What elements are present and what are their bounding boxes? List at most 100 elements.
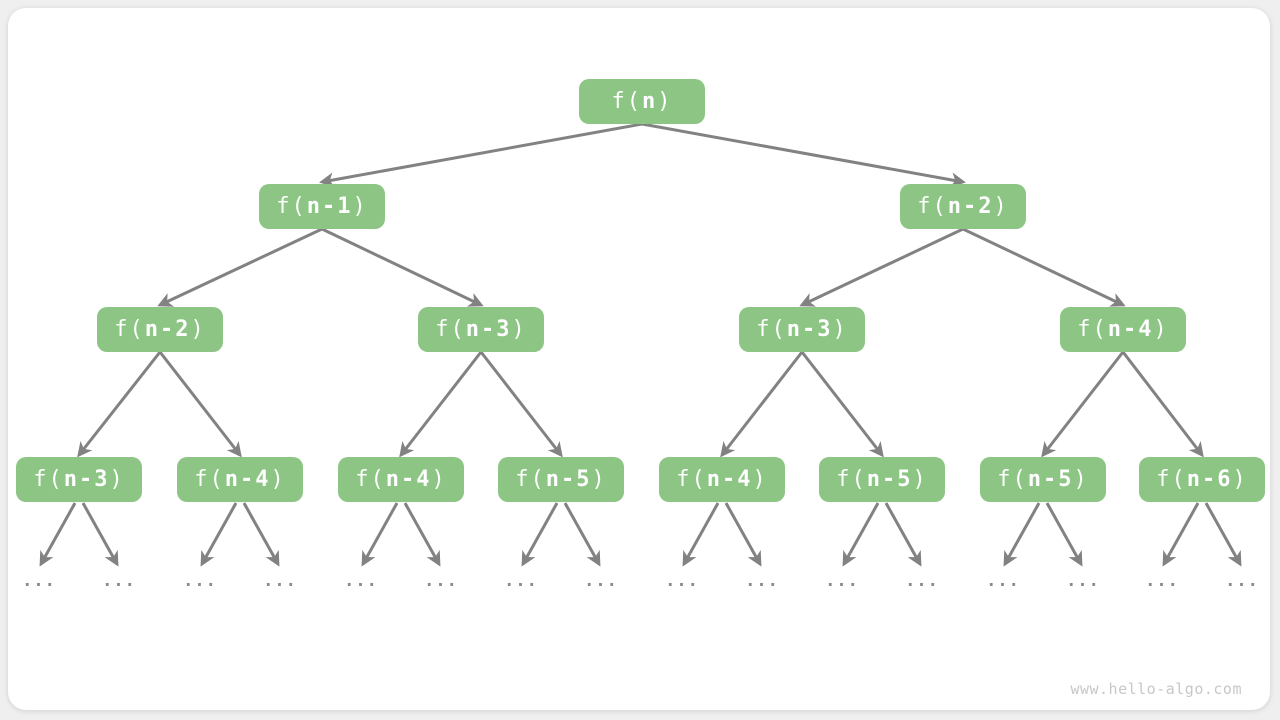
node-label-arg: n-3 [786,316,833,342]
tree-node-n14: f(n-6) [1139,457,1265,502]
node-label-prefix: f( [33,466,64,492]
node-label-prefix: f( [355,466,386,492]
ellipsis-node: ... [825,571,859,591]
edge-arrow [1162,502,1200,567]
node-label-arg: n-5 [866,466,913,492]
edge-arrow [321,227,484,307]
node-label-suffix: ) [752,466,768,492]
edge-arrow [77,351,162,458]
node-label-arg: n-5 [1027,466,1074,492]
tree-node-n4: f(n-3) [418,307,544,352]
node-label-prefix: f( [515,466,546,492]
node-label-prefix: f( [676,466,707,492]
node-label-suffix: ) [832,316,848,342]
node-label-suffix: ) [1232,466,1248,492]
edge-arrow [361,502,399,567]
node-label-prefix: f( [997,466,1028,492]
tree-node-n2: f(n-2) [900,184,1026,229]
edge-arrow [521,502,559,567]
node-label-arg: n-4 [1107,316,1154,342]
ellipsis-node: ... [1066,571,1100,591]
edge-arrow [399,351,483,458]
tree-node-n10: f(n-5) [498,457,624,502]
ellipsis-node: ... [344,571,378,591]
edge-arrow [720,351,804,458]
node-label-prefix: f( [1156,466,1187,492]
edge-arrow [158,351,242,458]
edge-arrow [1041,351,1125,458]
tree-node-n13: f(n-5) [980,457,1106,502]
edge-arrow [157,227,323,307]
ellipsis-node: ... [504,571,538,591]
edge-arrow [39,502,77,567]
node-label-arg: n-3 [63,466,110,492]
edge-arrow [319,122,643,188]
tree-node-n9: f(n-4) [338,457,464,502]
ellipsis-node: ... [183,571,217,591]
edge-arrow [842,502,880,567]
edge-arrow [242,502,280,567]
ellipsis-node: ... [263,571,297,591]
node-label-arg: n-4 [224,466,271,492]
node-label-suffix: ) [591,466,607,492]
node-label-suffix: ) [657,88,673,114]
tree-node-n11: f(n-4) [659,457,785,502]
tree-node-n12: f(n-5) [819,457,945,502]
ellipsis-node: ... [745,571,779,591]
node-label-arg: n-2 [947,193,994,219]
node-label-arg: n [642,88,658,114]
edge-arrow [1045,502,1083,567]
node-label-suffix: ) [270,466,286,492]
edge-arrow [884,502,922,567]
node-label-prefix: f( [611,88,642,114]
node-label-arg: n-5 [545,466,592,492]
tree-node-n8: f(n-4) [177,457,303,502]
node-label-prefix: f( [756,316,787,342]
node-label-arg: n-3 [465,316,512,342]
node-label-suffix: ) [912,466,928,492]
edge-arrow [799,227,964,307]
node-label-arg: n-4 [385,466,432,492]
node-label-prefix: f( [917,193,948,219]
tree-node-n1: f(n-1) [259,184,385,229]
ellipsis-node: ... [665,571,699,591]
tree-node-n6: f(n-4) [1060,307,1186,352]
node-label-suffix: ) [190,316,206,342]
edge-arrow [682,502,720,567]
edge-arrow [1204,502,1242,567]
node-label-arg: n-6 [1186,466,1233,492]
ellipsis-node: ... [424,571,458,591]
ellipsis-node: ... [102,571,136,591]
edge-arrow [1003,502,1041,567]
edge-arrow [403,502,441,567]
ellipsis-node: ... [22,571,56,591]
node-label-prefix: f( [114,316,145,342]
edge-arrow [563,502,601,567]
tree-node-n5: f(n-3) [739,307,865,352]
edge-arrow [200,502,238,567]
edge-arrow [800,351,884,458]
edge-arrow [724,502,762,567]
edge-arrow [479,351,563,458]
tree-node-n7: f(n-3) [16,457,142,502]
node-label-suffix: ) [109,466,125,492]
edge-arrow [1121,351,1204,458]
node-label-prefix: f( [276,193,307,219]
node-label-suffix: ) [1073,466,1089,492]
node-label-arg: n-2 [144,316,191,342]
node-label-suffix: ) [993,193,1009,219]
ellipsis-node: ... [584,571,618,591]
node-label-prefix: f( [435,316,466,342]
tree-node-n0: f(n) [579,79,705,124]
ellipsis-node: ... [905,571,939,591]
node-label-prefix: f( [194,466,225,492]
node-label-prefix: f( [836,466,867,492]
node-label-arg: n-4 [706,466,753,492]
node-label-arg: n-1 [306,193,353,219]
ellipsis-node: ... [1145,571,1179,591]
node-label-suffix: ) [352,193,368,219]
edge-arrow [641,122,966,188]
node-label-prefix: f( [1077,316,1108,342]
